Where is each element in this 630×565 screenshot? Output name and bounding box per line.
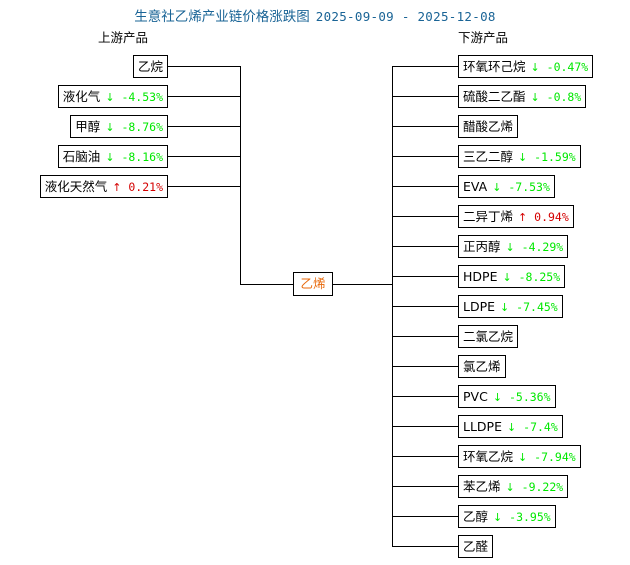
- upstream-branch-line: [168, 96, 240, 97]
- downstream-node-change: ↓ -1.59%: [518, 150, 576, 164]
- downstream-node-label: 环氧环己烷: [463, 59, 526, 74]
- downstream-node[interactable]: 环氧环己烷 ↓ -0.47%: [458, 55, 594, 78]
- downstream-branch-line: [392, 486, 458, 487]
- downstream-node-label: 氯乙烯: [463, 359, 501, 374]
- downstream-node[interactable]: LLDPE ↓ -7.4%: [458, 415, 563, 438]
- downstream-branch-line: [392, 96, 458, 97]
- downstream-branch-line: [392, 546, 458, 547]
- downstream-node[interactable]: 硫酸二乙酯 ↓ -0.8%: [458, 85, 587, 108]
- downstream-node-change: ↓ -8.25%: [502, 270, 561, 284]
- downstream-node-change: ↓ -7.4%: [507, 420, 558, 434]
- downstream-node-label: 醋酸乙烯: [463, 119, 514, 134]
- center-node-label: 乙烯: [300, 276, 326, 291]
- downstream-node-label: EVA: [463, 179, 488, 194]
- downstream-node[interactable]: 正丙醇 ↓ -4.29%: [458, 235, 569, 258]
- downstream-branch-line: [392, 426, 458, 427]
- downstream-node[interactable]: 二异丁烯 ↑ 0.94%: [458, 205, 574, 228]
- downstream-node-label: HDPE: [463, 269, 498, 284]
- downstream-node[interactable]: 二氯乙烷: [458, 325, 519, 348]
- downstream-branch-line: [392, 456, 458, 457]
- upstream-branch-line: [168, 186, 240, 187]
- downstream-node-change: ↓ -0.8%: [530, 90, 582, 104]
- upstream-branch-line: [168, 66, 240, 67]
- downstream-branch-line: [392, 306, 458, 307]
- downstream-node[interactable]: 环氧乙烷 ↓ -7.94%: [458, 445, 581, 468]
- downstream-node-label: PVC: [463, 389, 488, 404]
- upstream-node-change: ↓ -4.53%: [105, 90, 163, 104]
- downstream-node-label: LLDPE: [463, 419, 502, 434]
- upstream-node-label: 石脑油: [62, 149, 101, 164]
- downstream-node[interactable]: 乙醛: [458, 535, 494, 558]
- upstream-branch-line: [168, 156, 240, 157]
- downstream-branch-line: [392, 396, 458, 397]
- downstream-branch-line: [392, 186, 458, 187]
- downstream-node-label: 环氧乙烷: [463, 449, 514, 464]
- downstream-branch-line: [392, 516, 458, 517]
- downstream-node-label: 三乙二醇: [463, 149, 514, 164]
- chart-title-main: 生意社乙烯产业链价格涨跌图: [134, 9, 310, 25]
- upstream-node[interactable]: 液化天然气 ↑ 0.21%: [39, 175, 168, 198]
- center-right-link: [333, 284, 392, 285]
- downstream-section-header: 下游产品: [458, 30, 509, 45]
- downstream-node-change: ↓ -0.47%: [530, 60, 589, 74]
- downstream-node[interactable]: 氯乙烯: [458, 355, 506, 378]
- upstream-node-change: ↓ -8.76%: [105, 120, 163, 134]
- chart-title-range: 2025-09-09 - 2025-12-08: [315, 9, 496, 24]
- downstream-node[interactable]: 三乙二醇 ↓ -1.59%: [458, 145, 581, 168]
- upstream-node-change: ↑ 0.21%: [112, 180, 163, 194]
- downstream-node-change: ↓ -7.94%: [518, 450, 576, 464]
- downstream-node-label: 二异丁烯: [463, 209, 514, 224]
- upstream-node-label: 乙烷: [137, 59, 163, 74]
- downstream-branch-line: [392, 366, 458, 367]
- downstream-node-label: 二氯乙烷: [463, 329, 514, 344]
- downstream-node-label: LDPE: [463, 299, 496, 314]
- upstream-bus-line: [240, 66, 241, 284]
- upstream-node-label: 液化气: [62, 89, 101, 104]
- downstream-node-change: ↓ -7.53%: [492, 180, 550, 194]
- downstream-node-label: 正丙醇: [463, 239, 501, 254]
- downstream-branch-line: [392, 66, 458, 67]
- center-node-ethylene[interactable]: 乙烯: [293, 272, 333, 296]
- downstream-branch-line: [392, 216, 458, 217]
- downstream-node-label: 硫酸二乙酯: [463, 89, 526, 104]
- downstream-branch-line: [392, 276, 458, 277]
- upstream-node[interactable]: 液化气 ↓ -4.53%: [57, 85, 168, 108]
- downstream-branch-line: [392, 336, 458, 337]
- upstream-node-change: ↓ -8.16%: [105, 150, 163, 164]
- downstream-node-change: ↓ -7.45%: [500, 300, 558, 314]
- downstream-node-label: 乙醇: [463, 509, 489, 524]
- downstream-node[interactable]: PVC ↓ -5.36%: [458, 385, 556, 408]
- downstream-node-label: 苯乙烯: [463, 479, 501, 494]
- upstream-node-label: 甲醇: [75, 119, 101, 134]
- downstream-node-change: ↑ 0.94%: [518, 210, 569, 224]
- downstream-node[interactable]: HDPE ↓ -8.25%: [458, 265, 566, 288]
- downstream-node[interactable]: EVA ↓ -7.53%: [458, 175, 555, 198]
- upstream-branch-line: [168, 126, 240, 127]
- downstream-node-change: ↓ -3.95%: [493, 510, 551, 524]
- downstream-node-change: ↓ -4.29%: [505, 240, 564, 254]
- downstream-node-change: ↓ -5.36%: [492, 390, 551, 404]
- downstream-node[interactable]: 乙醇 ↓ -3.95%: [458, 505, 556, 528]
- center-left-link: [240, 284, 293, 285]
- downstream-node[interactable]: LDPE ↓ -7.45%: [458, 295, 563, 318]
- upstream-node-label: 液化天然气: [44, 179, 108, 194]
- upstream-node[interactable]: 甲醇 ↓ -8.76%: [70, 115, 168, 138]
- downstream-node[interactable]: 醋酸乙烯: [458, 115, 519, 138]
- upstream-node[interactable]: 石脑油 ↓ -8.16%: [57, 145, 168, 168]
- downstream-node-change: ↓ -9.22%: [505, 480, 564, 494]
- downstream-branch-line: [392, 126, 458, 127]
- upstream-section-header: 上游产品: [98, 30, 149, 45]
- downstream-branch-line: [392, 246, 458, 247]
- downstream-node[interactable]: 苯乙烯 ↓ -9.22%: [458, 475, 569, 498]
- downstream-bus-line: [392, 66, 393, 546]
- downstream-branch-line: [392, 156, 458, 157]
- downstream-node-label: 乙醛: [463, 539, 489, 554]
- upstream-node[interactable]: 乙烷: [132, 55, 168, 78]
- chart-title: 生意社乙烯产业链价格涨跌图 2025-09-09 - 2025-12-08: [0, 9, 630, 25]
